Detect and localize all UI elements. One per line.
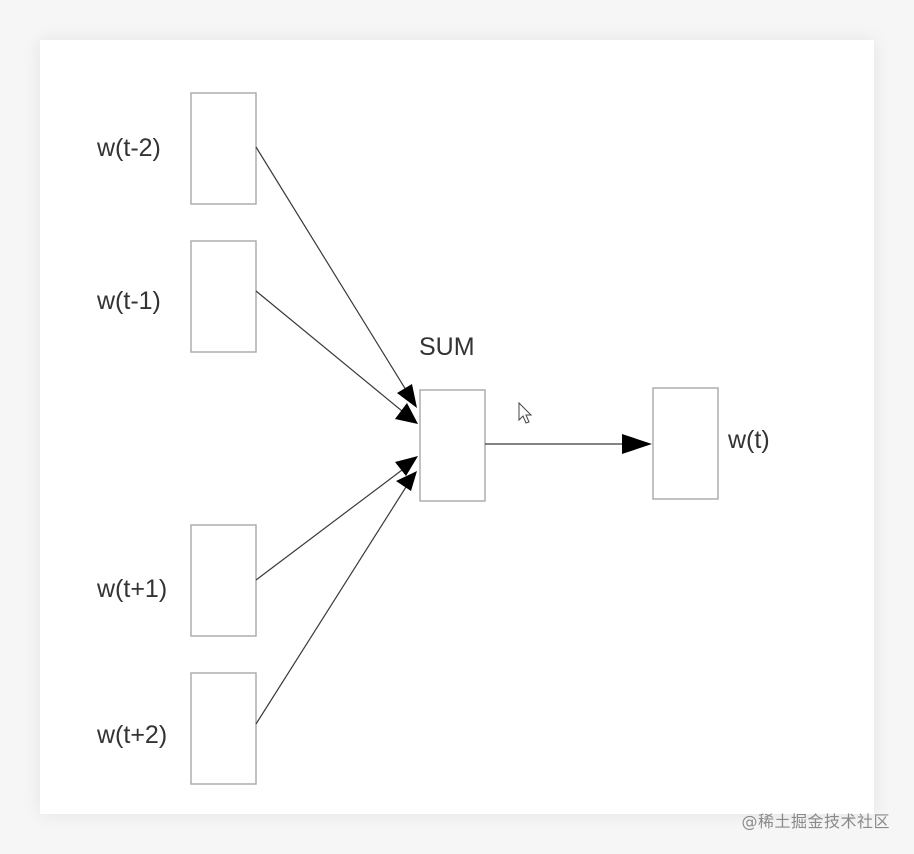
sum-box bbox=[419, 389, 486, 502]
edge-t-minus-1-to-sum bbox=[255, 290, 403, 412]
arrowhead-output bbox=[622, 434, 652, 454]
input-label-t-plus-2: w(t+2) bbox=[96, 721, 167, 749]
mouse-cursor-icon bbox=[518, 401, 533, 424]
input-box-t-minus-2 bbox=[190, 92, 257, 205]
arrowhead-t-plus-1 bbox=[395, 456, 418, 476]
input-label-t-minus-2: w(t-2) bbox=[96, 134, 161, 162]
input-box-t-minus-1 bbox=[190, 240, 257, 353]
output-label: w(t) bbox=[727, 426, 770, 454]
input-box-t-plus-2 bbox=[190, 672, 257, 785]
output-box bbox=[652, 387, 719, 500]
arrowhead-t-minus-1 bbox=[395, 403, 418, 424]
input-label-t-minus-1: w(t-1) bbox=[96, 287, 161, 315]
input-label-t-plus-1: w(t+1) bbox=[96, 575, 167, 603]
sum-label: SUM bbox=[419, 333, 475, 361]
arrowhead-t-plus-2 bbox=[396, 471, 417, 491]
input-box-t-plus-1 bbox=[190, 524, 257, 637]
edge-t-plus-1-to-sum bbox=[255, 469, 403, 581]
arrowhead-t-minus-2 bbox=[397, 384, 417, 408]
edge-t-minus-2-to-sum bbox=[255, 146, 407, 391]
edge-t-plus-2-to-sum bbox=[255, 486, 407, 725]
watermark: @稀土掘金技术社区 bbox=[741, 812, 890, 831]
